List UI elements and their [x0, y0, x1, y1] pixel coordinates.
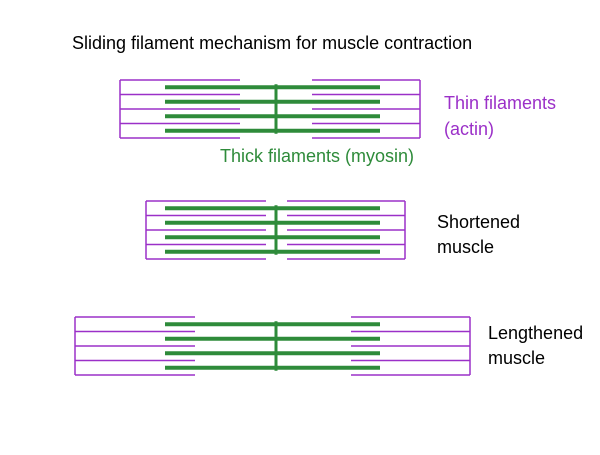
shortened-label: Shortened	[437, 212, 521, 232]
thin-filaments-label: Thin filaments	[444, 93, 557, 113]
lengthened-muscle-label: muscle	[488, 348, 546, 368]
thick-filaments-label: Thick filaments (myosin)	[220, 146, 415, 166]
actin-label: (actin)	[444, 119, 495, 139]
shortened-muscle-label: muscle	[437, 237, 495, 257]
lengthened-label: Lengthened	[488, 323, 584, 343]
diagram-title: Sliding filament mechanism for muscle co…	[72, 33, 473, 53]
